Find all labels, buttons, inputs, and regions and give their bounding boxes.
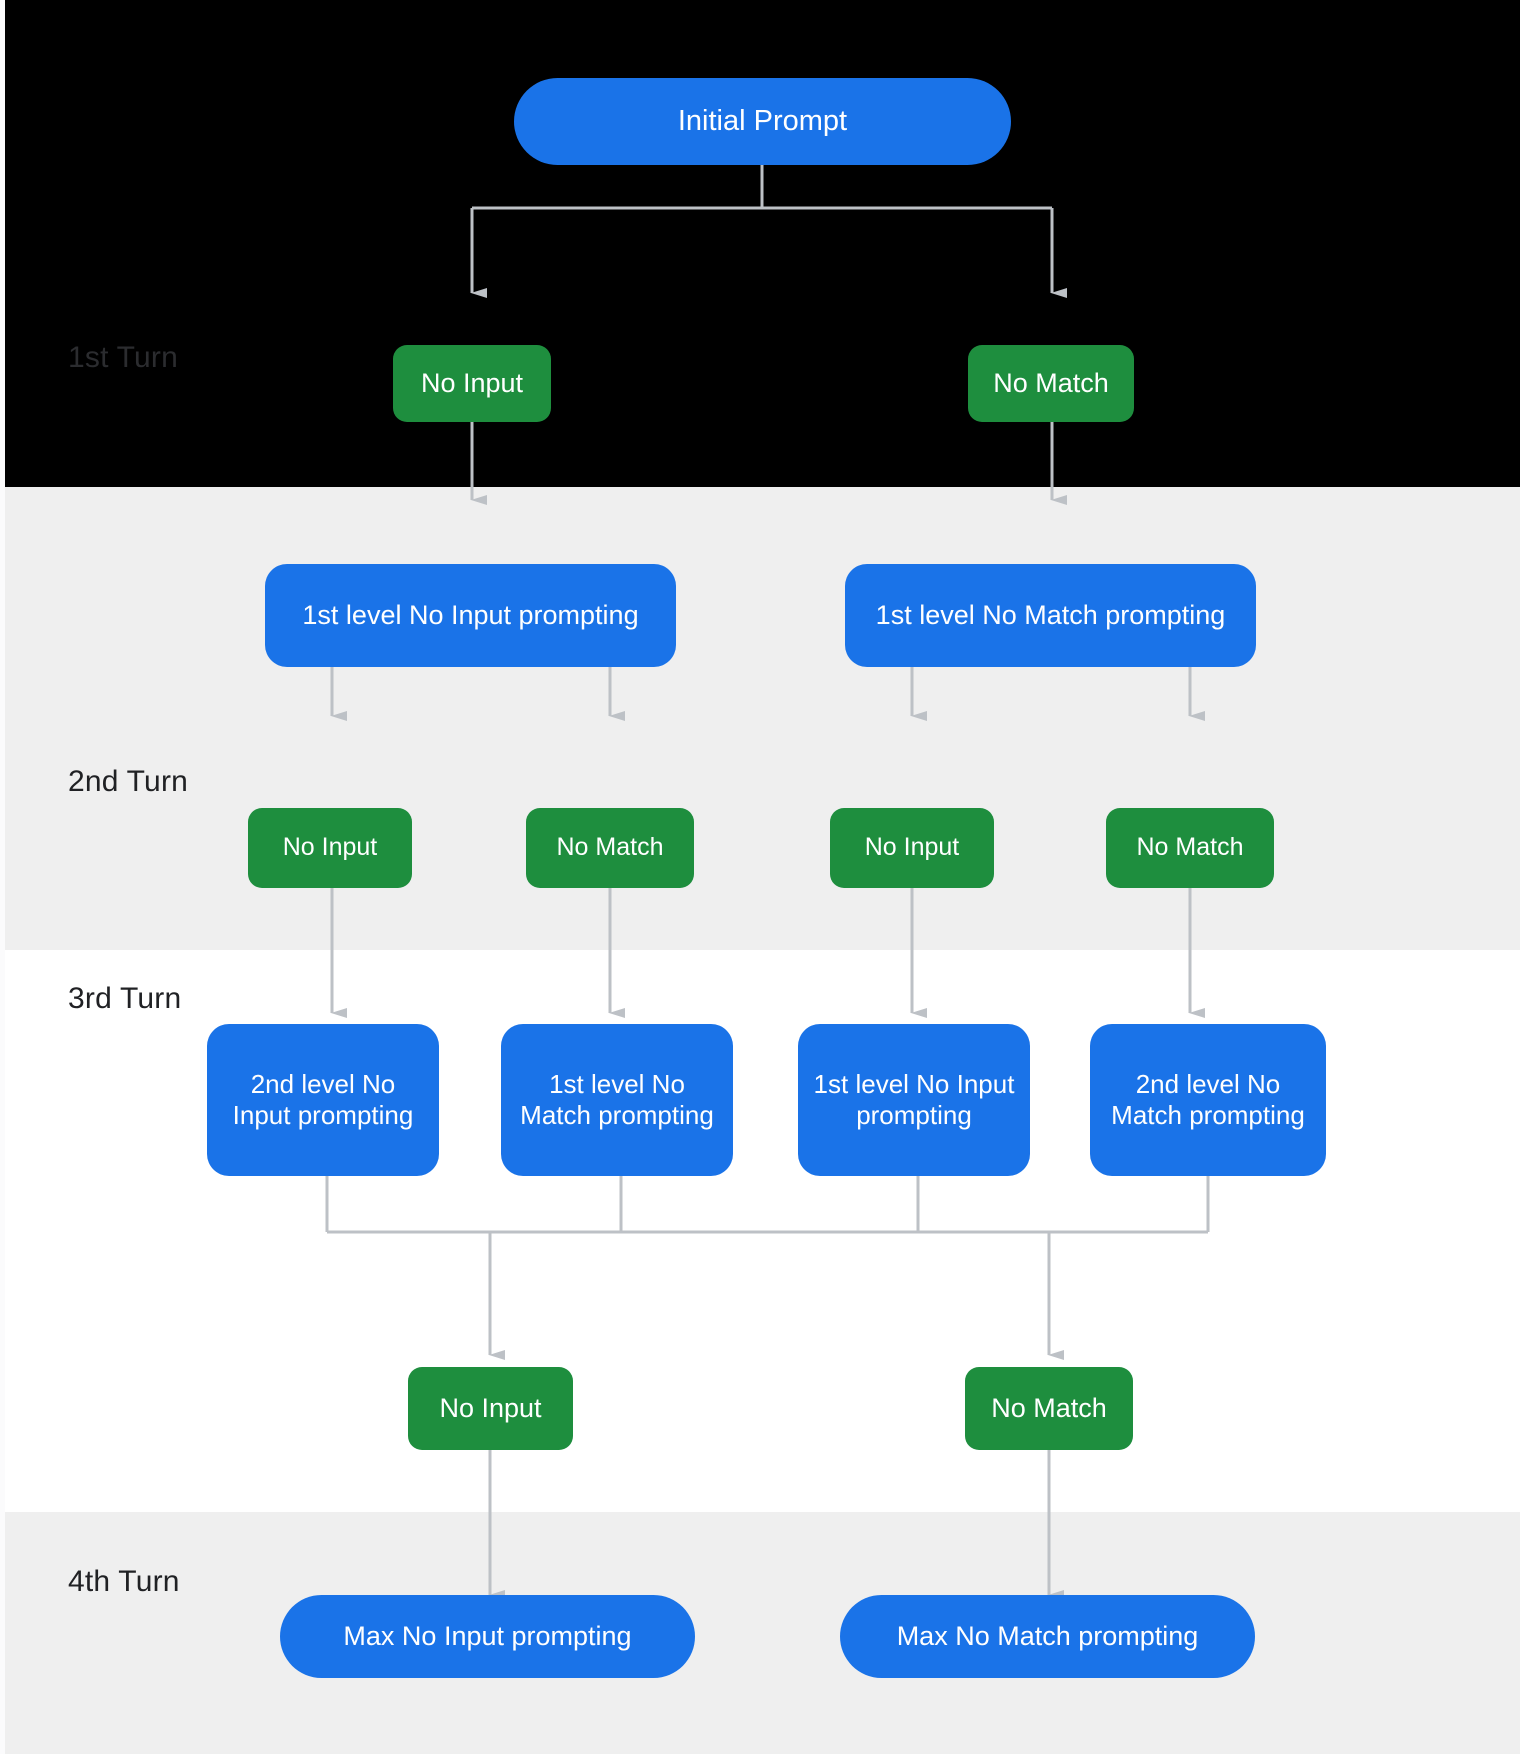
node-turn3-no-match[interactable]: No Match <box>965 1367 1133 1450</box>
node-turn3-prompt-1[interactable]: 2nd level No Input prompting <box>207 1024 439 1176</box>
node-turn3-prompt-3[interactable]: 1st level No Input prompting <box>798 1024 1030 1176</box>
node-turn2-no-input-b[interactable]: No Input <box>830 808 994 888</box>
node-turn2-no-match-b-label: No Match <box>1136 833 1244 862</box>
node-turn2-no-match-b[interactable]: No Match <box>1106 808 1274 888</box>
node-turn4-max-no-input-label: Max No Input prompting <box>343 1620 632 1651</box>
node-turn1-no-input[interactable]: No Input <box>393 345 551 422</box>
turn-label-1: 1st Turn <box>68 341 178 374</box>
node-initial-prompt-label: Initial Prompt <box>677 105 848 138</box>
node-turn3-prompt-3-label: 1st level No Input prompting <box>813 1069 1015 1130</box>
node-turn1-no-input-label: No Input <box>420 367 524 398</box>
node-turn1-no-match-label: No Match <box>993 367 1109 398</box>
node-turn3-no-input-label: No Input <box>439 1392 542 1423</box>
node-turn3-no-match-label: No Match <box>991 1392 1107 1423</box>
node-turn2-no-input-b-label: No Input <box>864 833 960 862</box>
node-turn2-no-input-a[interactable]: No Input <box>248 808 412 888</box>
turn-label-2: 2nd Turn <box>68 765 189 798</box>
left-edge-strip <box>0 0 5 1754</box>
turn-label-3: 3rd Turn <box>68 982 182 1015</box>
node-initial-prompt[interactable]: Initial Prompt <box>514 78 1011 165</box>
node-turn2-no-match-a[interactable]: No Match <box>526 808 694 888</box>
node-turn2-prompt-no-match-label: 1st level No Match prompting <box>875 599 1226 630</box>
node-turn4-max-no-match[interactable]: Max No Match prompting <box>840 1595 1255 1678</box>
node-turn3-prompt-2-label: 1st level No Match prompting <box>520 1069 714 1130</box>
node-turn3-prompt-4[interactable]: 2nd level No Match prompting <box>1090 1024 1326 1176</box>
node-turn1-no-match[interactable]: No Match <box>968 345 1134 422</box>
node-turn3-no-input[interactable]: No Input <box>408 1367 573 1450</box>
node-turn3-prompt-2[interactable]: 1st level No Match prompting <box>501 1024 733 1176</box>
node-turn2-no-input-a-label: No Input <box>282 833 378 862</box>
node-turn2-prompt-no-input[interactable]: 1st level No Input prompting <box>265 564 676 667</box>
node-turn4-max-no-match-label: Max No Match prompting <box>896 1620 1199 1651</box>
turn-band-4 <box>5 1512 1520 1754</box>
turn-label-4: 4th Turn <box>68 1565 180 1598</box>
node-turn2-no-match-a-label: No Match <box>556 833 664 862</box>
node-turn2-prompt-no-input-label: 1st level No Input prompting <box>302 599 639 630</box>
node-turn4-max-no-input[interactable]: Max No Input prompting <box>280 1595 695 1678</box>
node-turn3-prompt-1-label: 2nd level No Input prompting <box>232 1069 414 1130</box>
node-turn2-prompt-no-match[interactable]: 1st level No Match prompting <box>845 564 1256 667</box>
node-turn3-prompt-4-label: 2nd level No Match prompting <box>1111 1069 1305 1130</box>
